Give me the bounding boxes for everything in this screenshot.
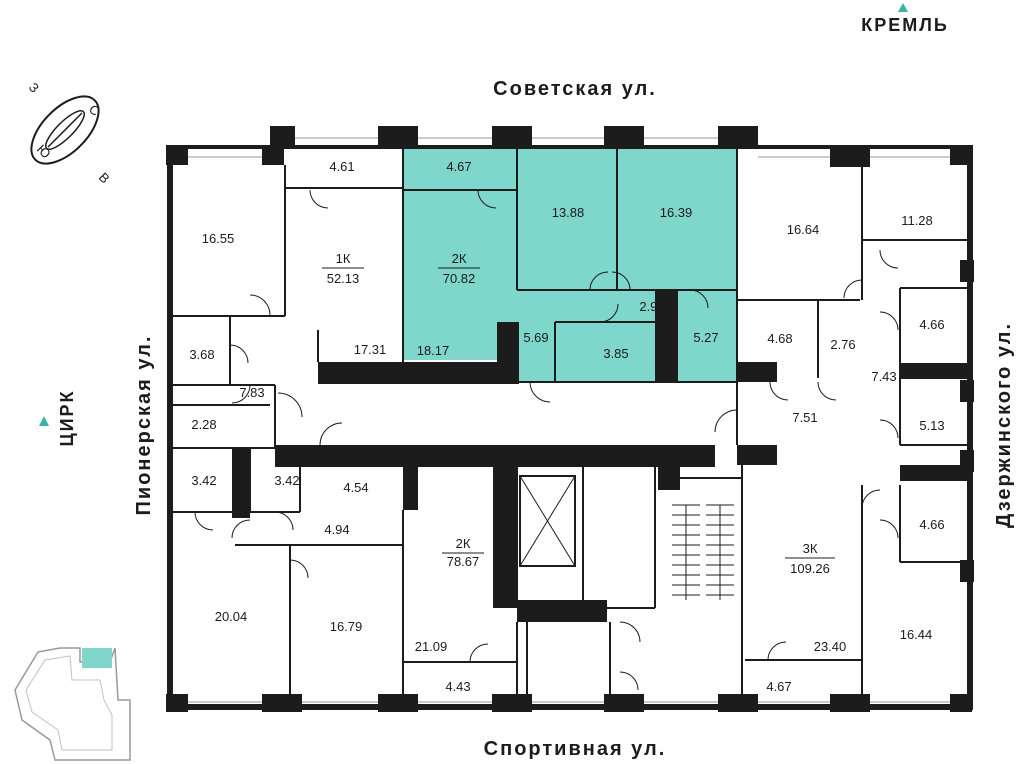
site-minimap (14, 647, 131, 761)
apt-1k-area: 52.13 (327, 271, 360, 286)
room-area-label: 5.13 (919, 418, 944, 433)
room-area-label: 21.09 (415, 639, 448, 654)
circus-marker-icon (39, 416, 49, 426)
apt-2k-selected-area: 70.82 (443, 271, 476, 286)
room-area-label: 4.54 (343, 480, 368, 495)
room-area-label: 7.83 (239, 385, 264, 400)
room-area-label: 16.79 (330, 619, 363, 634)
corridor-walls (232, 290, 970, 622)
room-area-label: 4.94 (324, 522, 349, 537)
room-area-label: 3.68 (189, 347, 214, 362)
apt-2k-bottom-type: 2К (456, 536, 471, 551)
compass: С В Ю З (26, 80, 113, 187)
compass-needle-icon (45, 110, 85, 150)
room-area-label: 3.85 (603, 346, 628, 361)
room-area-label: 23.40 (814, 639, 847, 654)
room-area-label: 11.28 (901, 213, 933, 228)
room-area-label: 5.27 (693, 330, 718, 345)
room-area-label: 20.04 (215, 609, 248, 624)
room-area-label: 2.76 (830, 337, 855, 352)
room-area-label: 4.43 (445, 679, 470, 694)
door-swings (194, 189, 899, 691)
kremlin-marker-icon (898, 3, 908, 12)
street-bottom: Спортивная ул. (484, 738, 667, 760)
room-area-label: 5.69 (523, 330, 548, 345)
compass-west: З (26, 80, 42, 96)
compass-east: В (96, 170, 113, 187)
room-area-label: 18.17 (417, 343, 450, 358)
room-area-label: 16.44 (900, 627, 933, 642)
building-walls (166, 126, 974, 712)
room-area-label: 16.39 (660, 205, 693, 220)
room-area-label: 7.51 (792, 410, 817, 425)
selected-apartment-highlight (403, 148, 737, 382)
room-area-label: 4.66 (919, 517, 944, 532)
street-left: Пионерская ул. (133, 335, 155, 516)
room-area-label: 16.55 (202, 231, 235, 246)
minimap-selected-unit (82, 648, 112, 668)
room-area-label: 3.42 (274, 473, 299, 488)
staircase-icon (672, 504, 734, 600)
compass-north: С (86, 102, 103, 119)
apt-3k-type: 3К (803, 541, 818, 556)
room-area-label: 17.31 (354, 342, 387, 357)
room-area-label: 2.28 (191, 417, 216, 432)
apt-3k-area: 109.26 (790, 561, 830, 576)
room-area-label: 13.88 (552, 205, 585, 220)
street-right: Дзержинского ул. (993, 322, 1015, 528)
room-area-label: 4.61 (329, 159, 354, 174)
room-area-label: 3.42 (191, 473, 216, 488)
room-area-label: 4.67 (446, 159, 471, 174)
apt-2k-bottom-area: 78.67 (447, 554, 480, 569)
room-area-label: 4.67 (766, 679, 791, 694)
room-area-label: 16.64 (787, 222, 820, 237)
circus-label: ЦИРК (57, 389, 77, 446)
kremlin-label: КРЕМЛЬ (861, 15, 949, 35)
room-area-label: 7.43 (871, 369, 896, 384)
apartment-labels: 1К 52.13 2К 70.82 2К 78.67 3К 109.26 (322, 251, 835, 576)
street-top: Советская ул. (493, 78, 657, 100)
room-areas: 16.55 4.61 3.68 7.83 2.28 17.31 4.67 18.… (189, 159, 944, 694)
room-area-label: 4.68 (767, 331, 792, 346)
apt-1k-type: 1К (336, 251, 351, 266)
apt-2k-selected-type: 2К (452, 251, 467, 266)
room-area-label: 4.66 (919, 317, 944, 332)
room-area-label: 2.90 (639, 299, 664, 314)
